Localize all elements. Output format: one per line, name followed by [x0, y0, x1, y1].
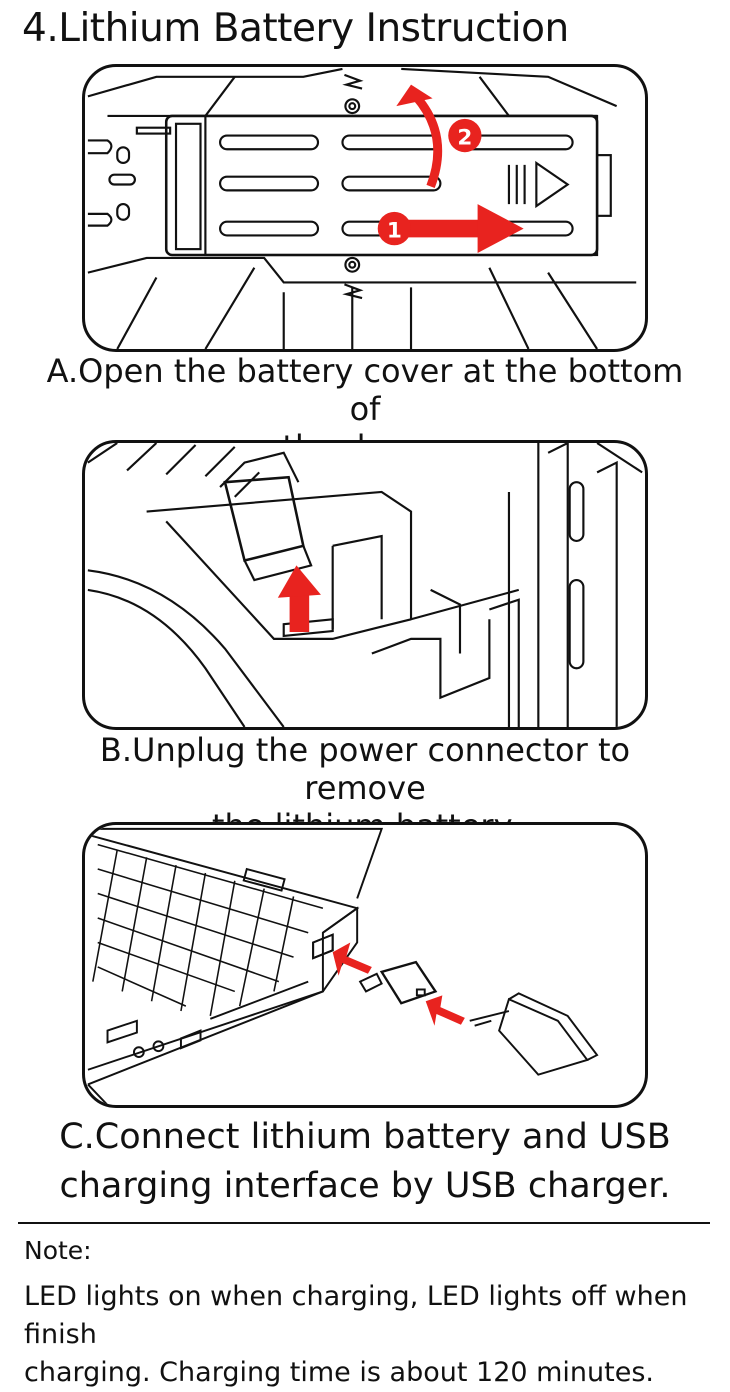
marker-one: 1: [387, 218, 402, 243]
caption-a-line1: A.Open the battery cover at the bottom o…: [46, 352, 684, 428]
plug-arrow-icon: [332, 942, 465, 1026]
caption-c: C.Connect lithium battery and USB chargi…: [30, 1113, 700, 1211]
note-label: Note:: [24, 1236, 92, 1265]
note-line1: LED lights on when charging, LED lights …: [24, 1281, 688, 1350]
unplug-arrow-icon: [277, 565, 321, 633]
illustration-usb-charging: [82, 822, 648, 1108]
caption-b-line1: B.Unplug the power connector to remove: [99, 731, 631, 807]
caption-c-line2: charging interface by USB charger.: [59, 1166, 671, 1206]
page-title: 4.Lithium Battery Instruction: [22, 6, 569, 51]
illustration-unplug-connector: [82, 440, 648, 730]
divider: [18, 1222, 710, 1224]
illustration-battery-cover: 1 2: [82, 64, 648, 352]
slide-arrow-icon: 1: [377, 204, 524, 254]
caption-c-line1: C.Connect lithium battery and USB: [59, 1117, 671, 1157]
unplug-connector-drawing: [87, 443, 643, 727]
caption-b: B.Unplug the power connector to remove t…: [40, 731, 690, 845]
marker-two: 2: [457, 125, 472, 150]
note-text: LED lights on when charging, LED lights …: [24, 1278, 714, 1392]
usb-charging-drawing: [87, 827, 599, 1105]
lift-arrow-icon: 2: [396, 84, 482, 189]
battery-cover-drawing: 1 2: [87, 67, 637, 349]
